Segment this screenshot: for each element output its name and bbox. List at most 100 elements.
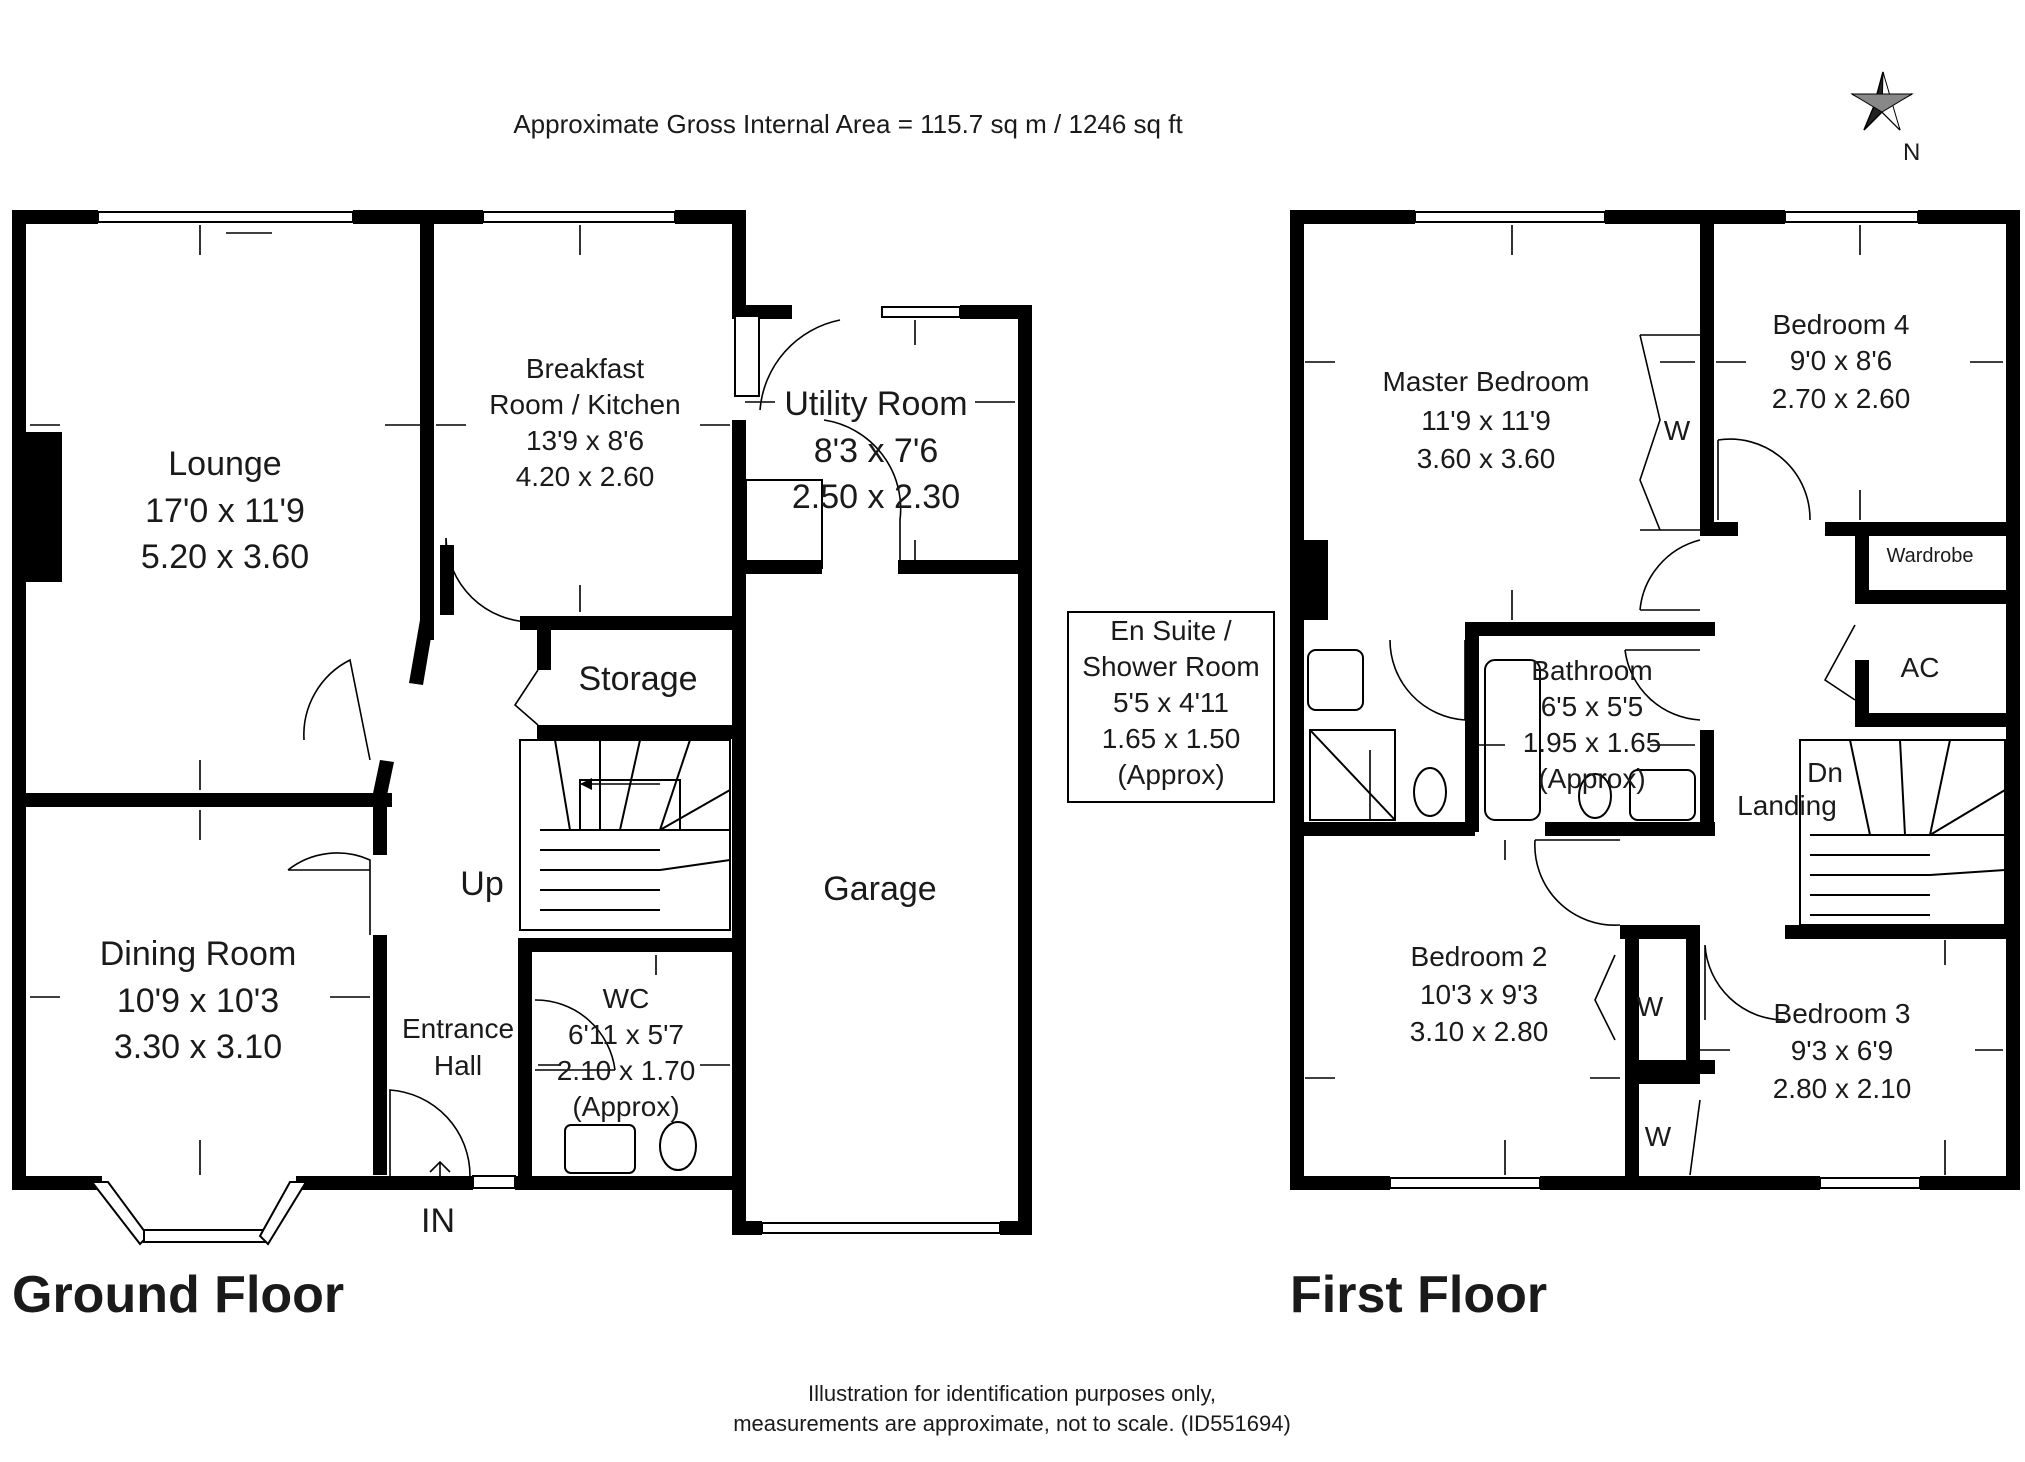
ensuite-note: (Approx) [1117, 759, 1224, 790]
wall [2006, 210, 2020, 1190]
wall [1630, 622, 1715, 636]
ground-floor-title: Ground Floor [12, 1266, 344, 1324]
window [1784, 211, 1919, 223]
door-swing [303, 658, 371, 761]
kitchen-imperial: 13'9 x 8'6 [526, 425, 644, 456]
kitchen-name-line2: Room / Kitchen [489, 389, 680, 420]
bathroom-metric: 1.95 x 1.65 [1523, 727, 1662, 758]
wall [296, 1176, 386, 1190]
bathroom-note: (Approx) [1538, 763, 1645, 794]
wall [732, 570, 746, 940]
chimney-breast [26, 432, 62, 582]
dining-imperial: 10'9 x 10'3 [117, 982, 279, 1020]
bedroom3-metric: 2.80 x 2.10 [1773, 1073, 1912, 1104]
wall [12, 793, 392, 807]
ground-floor-stairs [519, 739, 731, 931]
door-swing [445, 537, 533, 623]
wall [1785, 925, 2020, 939]
wall [960, 305, 1032, 319]
dimension-arrows [30, 225, 1015, 1175]
entrance-arrow-icon [429, 1160, 451, 1190]
wall [12, 210, 26, 1190]
wall [373, 935, 387, 1175]
wc-basin [564, 1124, 636, 1174]
wall [1855, 590, 2020, 604]
wall [1700, 210, 1714, 535]
dimension-arrows [1305, 225, 2003, 1175]
window [482, 211, 676, 223]
door-swing [1704, 944, 1786, 1021]
wall [12, 1176, 102, 1190]
wall [1304, 540, 1328, 620]
compass-north-label: N [1903, 139, 1920, 166]
wall [898, 560, 1032, 574]
master-wardrobe-label: W [1664, 415, 1691, 446]
first-floor-stairs [1799, 739, 2006, 926]
wall [675, 210, 745, 224]
footer-line1: Illustration for identification purposes… [808, 1381, 1216, 1406]
kitchen-metric: 4.20 x 2.60 [516, 461, 655, 492]
ensuite-toilet [1413, 767, 1447, 817]
wall [1000, 1221, 1032, 1235]
bedroom3-imperial: 9'3 x 6'9 [1791, 1035, 1894, 1066]
wall [732, 210, 746, 310]
first-floor-plan: Master Bedroom 11'9 x 11'9 3.60 x 3.60 W… [1067, 210, 2020, 1324]
wall [537, 630, 551, 670]
wall [518, 938, 744, 952]
bay-window [143, 1229, 269, 1243]
bedroom2-imperial: 10'3 x 9'3 [1420, 979, 1538, 1010]
bedroom2-name: Bedroom 2 [1411, 941, 1548, 972]
wall [1855, 522, 1869, 602]
bedroom4-metric: 2.70 x 2.60 [1772, 383, 1911, 414]
wall [1290, 210, 1415, 224]
wall [1700, 730, 1714, 835]
wall [372, 760, 394, 800]
door-swing [513, 669, 539, 726]
compass-icon: N [1850, 71, 1920, 166]
bathroom-name: Bathroom [1531, 655, 1652, 686]
bedroom4-imperial: 9'0 x 8'6 [1790, 345, 1893, 376]
bedroom3-wardrobe-label: W [1645, 1121, 1672, 1152]
wall [1290, 1176, 1390, 1190]
ground-stairs-label: Up [460, 865, 503, 903]
cupboard-door [1823, 624, 1856, 701]
wall [1540, 1176, 1820, 1190]
wardrobe-doors [1594, 954, 1616, 1041]
dining-name: Dining Room [100, 935, 297, 973]
dining-metric: 3.30 x 3.10 [114, 1028, 282, 1066]
landing-name: Landing [1737, 790, 1837, 821]
wall [732, 1221, 762, 1235]
ensuite-basin [1307, 649, 1364, 711]
utility-metric: 2.50 x 2.30 [792, 478, 960, 516]
window [1819, 1177, 1921, 1189]
utility-imperial: 8'3 x 7'6 [814, 432, 939, 470]
bedroom3-name: Bedroom 3 [1774, 998, 1911, 1029]
ground-floor-plan: Lounge 17'0 x 11'9 5.20 x 3.60 Breakfast… [12, 210, 1032, 1324]
bathroom-toilet [1578, 773, 1612, 819]
door-swing [1717, 438, 1811, 521]
bedroom2-metric: 3.10 x 2.80 [1410, 1016, 1549, 1047]
garage-name: Garage [823, 870, 936, 908]
wall [1605, 210, 1785, 224]
wall [518, 938, 532, 1188]
window [881, 306, 961, 318]
wall [1465, 622, 1479, 832]
wall [515, 1176, 745, 1190]
bathroom-basin [1629, 769, 1696, 821]
ensuite-metric: 1.65 x 1.50 [1102, 723, 1241, 754]
wc-note: (Approx) [572, 1091, 679, 1122]
wall [383, 1176, 473, 1190]
hall-name-line1: Entrance [402, 1013, 514, 1044]
wall [1855, 713, 2020, 727]
wall [1700, 522, 1738, 536]
wardrobe-name: Wardrobe [1886, 545, 1973, 567]
ensuite-imperial: 5'5 x 4'11 [1113, 687, 1229, 718]
storage-name: Storage [578, 660, 697, 698]
wall [1920, 1176, 2020, 1190]
door-swing [759, 319, 841, 411]
bath-tub [1484, 659, 1541, 821]
shower-tray [1309, 729, 1396, 821]
hall-name-line2: Hall [434, 1050, 482, 1081]
bathroom-imperial: 6'5 x 5'5 [1541, 691, 1644, 722]
